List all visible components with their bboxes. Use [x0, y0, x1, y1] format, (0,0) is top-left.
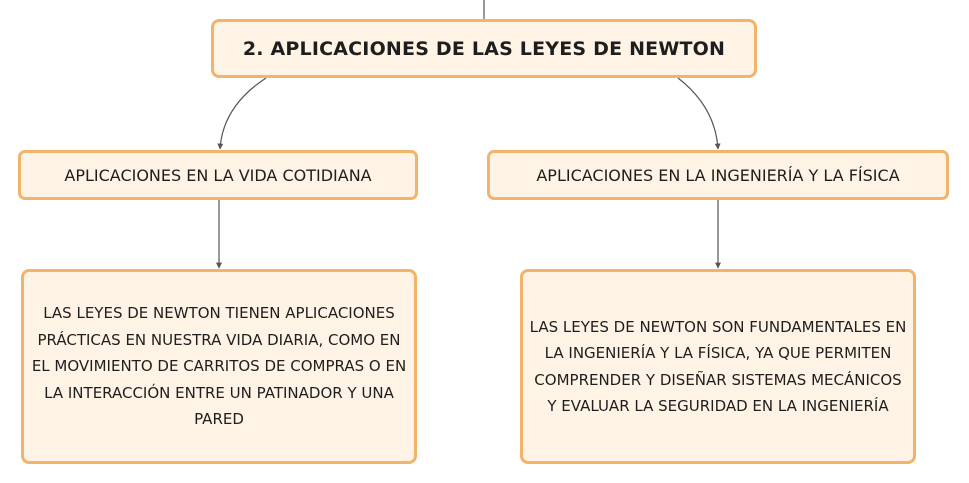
- detail-node-daily-life[interactable]: LAS LEYES DE NEWTON TIENEN APLICACIONES …: [21, 269, 417, 464]
- root-node[interactable]: 2. APLICACIONES DE LAS LEYES DE NEWTON: [211, 19, 757, 78]
- branch-node-label: APLICACIONES EN LA INGENIERÍA Y LA FÍSIC…: [536, 165, 900, 185]
- root-node-label: 2. APLICACIONES DE LAS LEYES DE NEWTON: [242, 37, 726, 60]
- detail-node-engineering-physics[interactable]: LAS LEYES DE NEWTON SON FUNDAMENTALES EN…: [520, 269, 916, 464]
- branch-node-label: APLICACIONES EN LA VIDA COTIDIANA: [64, 165, 372, 185]
- branch-node-daily-life[interactable]: APLICACIONES EN LA VIDA COTIDIANA: [18, 150, 418, 200]
- detail-node-text: LAS LEYES DE NEWTON TIENEN APLICACIONES …: [31, 304, 407, 429]
- branch-node-engineering-physics[interactable]: APLICACIONES EN LA INGENIERÍA Y LA FÍSIC…: [487, 150, 949, 200]
- connector-root-to-right-branch: [677, 77, 721, 150]
- detail-node-text: LAS LEYES DE NEWTON SON FUNDAMENTALES EN…: [529, 317, 907, 416]
- connector-root-to-left-branch: [217, 77, 267, 150]
